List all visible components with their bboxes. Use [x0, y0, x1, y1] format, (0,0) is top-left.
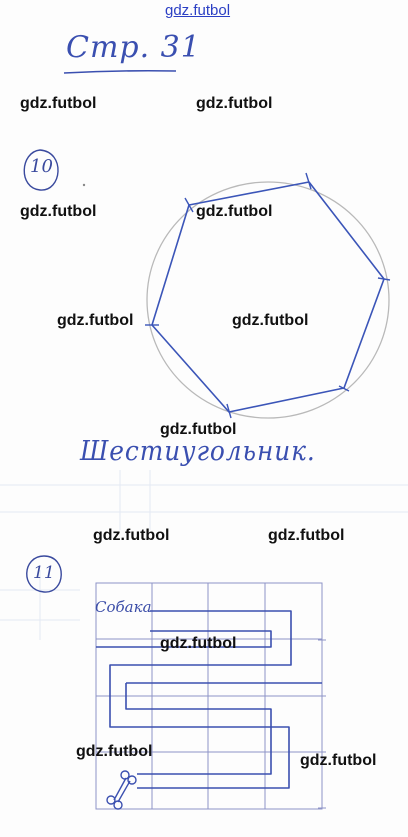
exercise-11-number: 11	[33, 563, 55, 583]
exercise-10-circle	[23, 149, 59, 191]
hexagon-caption: Шестиугольник.	[80, 436, 316, 467]
watermark: gdz.futbol	[76, 743, 153, 760]
bone-drawing	[106, 770, 137, 810]
maze-start-label: Собака	[95, 598, 152, 616]
maze-edge-ticks	[318, 639, 326, 809]
watermark: gdz.futbol	[196, 95, 273, 112]
exercise-11-circle	[26, 555, 62, 593]
watermark: gdz.futbol	[232, 312, 309, 329]
site-header-link[interactable]: gdz.futbol	[165, 2, 231, 19]
watermark: gdz.futbol	[160, 635, 237, 652]
pencil-dot	[82, 183, 86, 187]
exercise-10-number: 10	[30, 156, 53, 177]
heading-underline	[63, 69, 177, 74]
watermark: gdz.futbol	[20, 203, 97, 220]
watermark: gdz.futbol	[160, 421, 237, 438]
notebook-grid	[0, 470, 408, 640]
watermark: gdz.futbol	[93, 527, 170, 544]
watermark: gdz.futbol	[196, 203, 273, 220]
page-heading: Стр. 31	[66, 30, 201, 65]
maze-grid	[95, 582, 323, 810]
watermark: gdz.futbol	[300, 752, 377, 769]
maze-path	[96, 610, 322, 789]
circumscribed-circle	[146, 181, 390, 419]
watermark: gdz.futbol	[57, 312, 134, 329]
hexagon-vertex-marks	[145, 172, 391, 419]
watermark: gdz.futbol	[20, 95, 97, 112]
watermark: gdz.futbol	[268, 527, 345, 544]
